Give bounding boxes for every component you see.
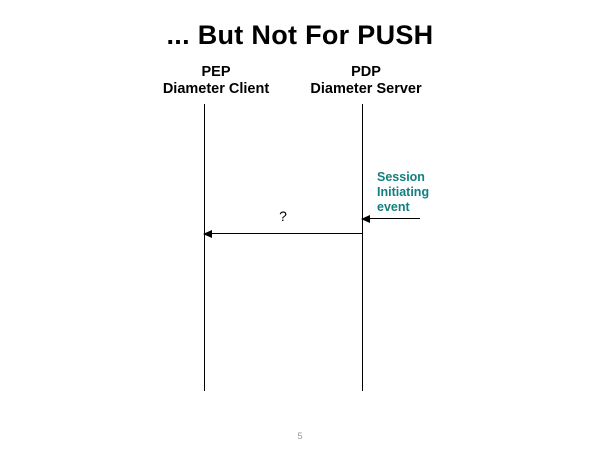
annotation-line-2: Initiating xyxy=(377,185,430,199)
actor-pep-role: PEP xyxy=(201,64,231,80)
page-title: ... But Not For PUSH xyxy=(166,20,434,50)
message-label-unknown: ? xyxy=(279,208,287,224)
actor-header-pdp: PDP Diameter Server xyxy=(266,64,466,98)
annotation-line-3: event xyxy=(377,200,410,214)
annotation-line-1: Session xyxy=(377,170,425,184)
lifeline-pdp xyxy=(362,104,363,391)
annotation-session-initiating-event: Session Initiating event xyxy=(377,170,447,215)
arrowhead-left-icon xyxy=(203,229,212,238)
arrowhead-left-icon xyxy=(361,214,370,223)
lifeline-pep xyxy=(204,104,205,391)
actor-header-pep: PEP Diameter Client xyxy=(116,64,316,98)
page-number: 5 xyxy=(297,431,303,441)
actor-pdp-product: Diameter Server xyxy=(310,81,422,97)
actor-pdp-role: PDP xyxy=(351,64,381,80)
external-event-arrow xyxy=(361,214,420,223)
actor-pep-product: Diameter Client xyxy=(162,81,270,97)
message-arrow-pdp-to-pep xyxy=(203,229,362,238)
